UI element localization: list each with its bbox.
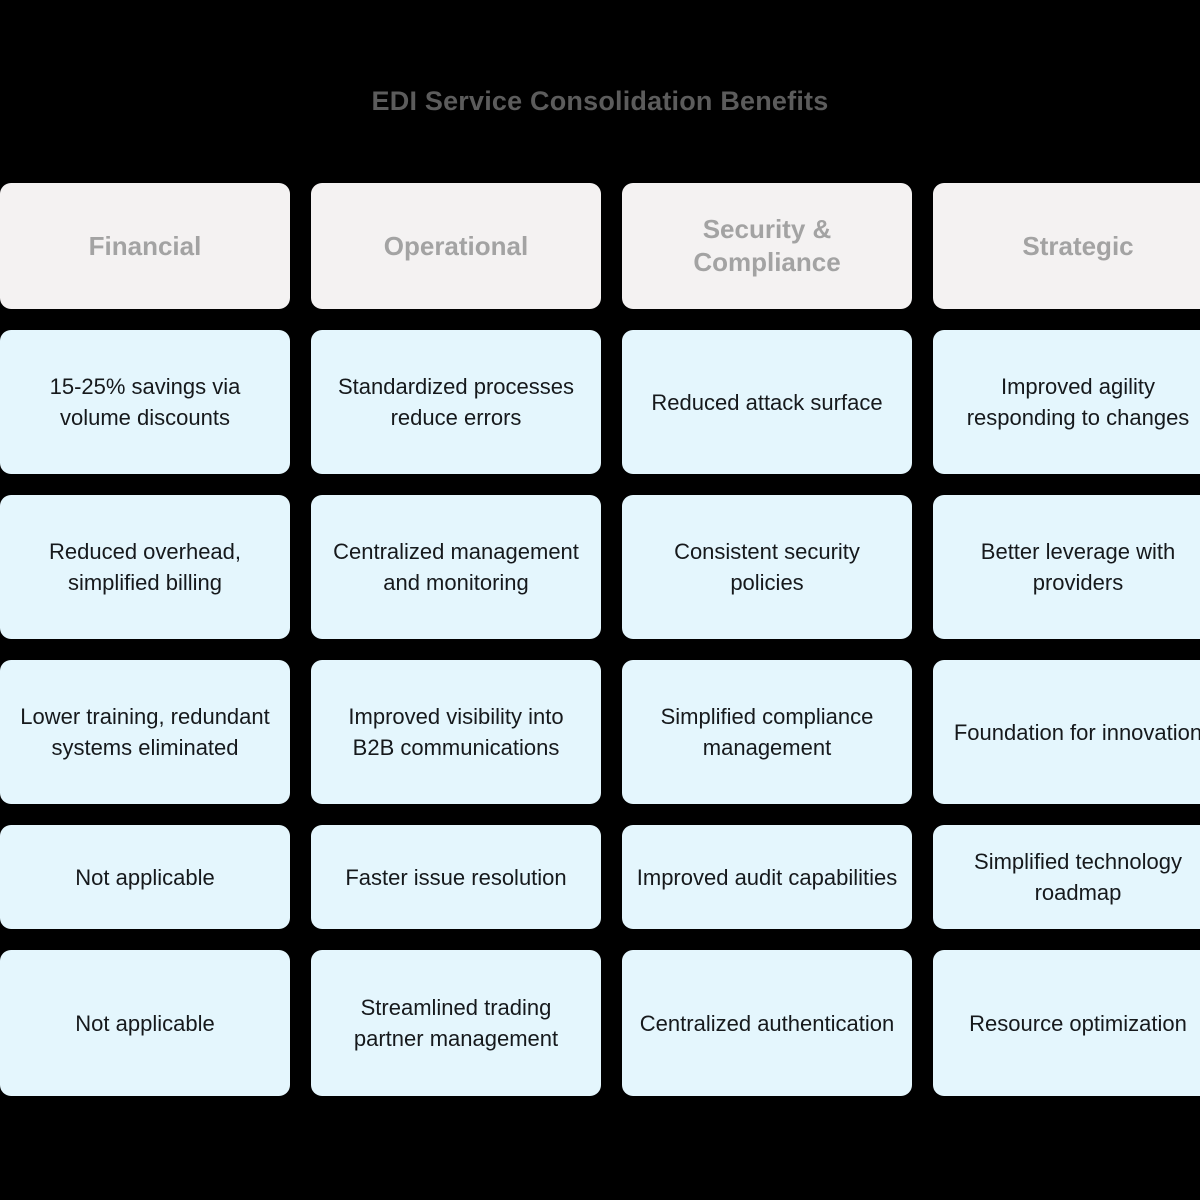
column-header-label: Strategic [1022, 230, 1134, 261]
table-cell: Streamlined trading partner management [311, 950, 601, 1096]
cell-text: Reduced overhead, simplified billing [48, 539, 242, 595]
cell-text: Improved agility responding to changes [966, 374, 1190, 430]
table-cell: Improved audit capabilities [622, 825, 912, 929]
table-cell: Not applicable [0, 950, 290, 1096]
cell-text: Improved audit capabilities [636, 864, 898, 890]
cell-text: Resource optimization [969, 1010, 1187, 1036]
table-cell: Standardized processes reduce errors [311, 330, 601, 474]
cell-text: 15-25% savings via volume discounts [49, 374, 241, 430]
table-cell: Simplified technology roadmap [933, 825, 1200, 929]
column-header-label: Operational [383, 230, 529, 261]
cell-text: Lower training, redundant systems elimin… [20, 704, 270, 760]
cell-text: Simplified compliance management [660, 704, 874, 760]
page-title: EDI Service Consolidation Benefits [371, 86, 829, 116]
table-cell: Centralized management and monitoring [311, 495, 601, 639]
cell-text: Centralized authentication [639, 1010, 895, 1036]
column-header-label: Security & Compliance [693, 214, 841, 277]
table-cell: Resource optimization [933, 950, 1200, 1096]
benefits-matrix: Financial Operational Security & Complia… [0, 183, 1200, 1096]
table-cell: Consistent security policies [622, 495, 912, 639]
table-cell: Faster issue resolution [311, 825, 601, 929]
cell-text: Streamlined trading partner management [353, 995, 559, 1051]
cell-text: Improved visibility into B2B communicati… [348, 704, 564, 760]
column-header-strategic: Strategic [933, 183, 1200, 309]
table-cell: Reduced attack surface [622, 330, 912, 474]
table-cell: Foundation for innovation [933, 660, 1200, 804]
table-cell: Not applicable [0, 825, 290, 929]
cell-text: Better leverage with providers [980, 539, 1176, 595]
cell-text: Consistent security policies [674, 539, 860, 595]
cell-text: Standardized processes reduce errors [337, 374, 575, 430]
table-cell: Improved visibility into B2B communicati… [311, 660, 601, 804]
cell-text: Simplified technology roadmap [974, 849, 1182, 905]
table-cell: Improved agility responding to changes [933, 330, 1200, 474]
table-cell: Centralized authentication [622, 950, 912, 1096]
column-header-label: Financial [88, 230, 202, 261]
table-cell: Lower training, redundant systems elimin… [0, 660, 290, 804]
cell-text: Reduced attack surface [651, 389, 883, 415]
table-cell: Better leverage with providers [933, 495, 1200, 639]
cell-text: Faster issue resolution [345, 864, 567, 890]
cell-text: Not applicable [75, 864, 215, 890]
cell-text: Centralized management and monitoring [333, 539, 579, 595]
column-header-operational: Operational [311, 183, 601, 309]
cell-text: Not applicable [75, 1010, 215, 1036]
table-cell: Reduced overhead, simplified billing [0, 495, 290, 639]
column-header-security-compliance: Security & Compliance [622, 183, 912, 309]
column-header-financial: Financial [0, 183, 290, 309]
table-cell: 15-25% savings via volume discounts [0, 330, 290, 474]
table-cell: Simplified compliance management [622, 660, 912, 804]
cell-text: Foundation for innovation [953, 719, 1200, 745]
